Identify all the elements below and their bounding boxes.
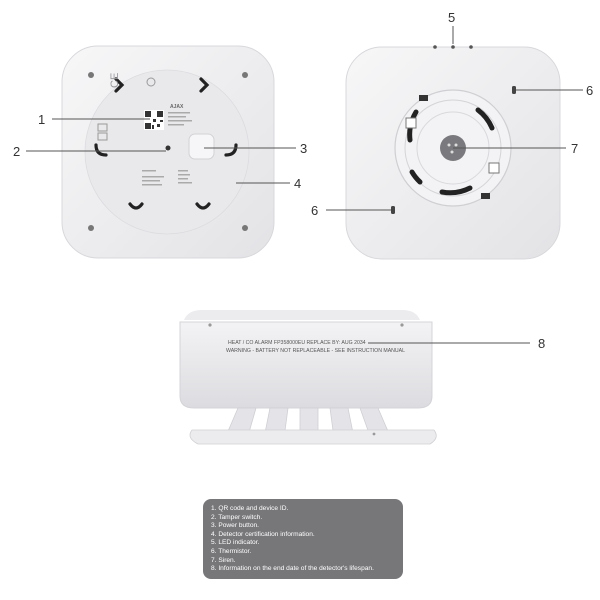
callout-3: 3 (300, 141, 307, 156)
callout-6: 6 (586, 83, 593, 98)
callout-8: 8 (538, 336, 545, 351)
led-indicator (451, 45, 455, 49)
screw-icon (88, 72, 94, 78)
legend-item: 6. Thermistor. (211, 547, 252, 555)
qr-code (144, 110, 164, 130)
led-indicator (469, 45, 473, 49)
lifespan-label-line-1: HEAT / CO ALARM FP358000EU REPLACE BY: A… (228, 340, 366, 346)
lifespan-label-line-2: WARNING - BATTERY NOT REPLACEABLE - SEE … (226, 348, 405, 354)
brand-logo: AJAX (170, 104, 184, 110)
mount-hook (195, 202, 211, 210)
screw-icon (242, 72, 248, 78)
thermistor (391, 206, 395, 214)
screw-icon (242, 225, 248, 231)
legend-item: 5. LED indicator. (211, 539, 260, 547)
mount-hook (128, 202, 144, 210)
mount-hook (224, 143, 238, 157)
mount-hook (114, 77, 125, 93)
tamper-switch (165, 145, 171, 151)
device-side-view (179, 310, 437, 445)
led-indicator (433, 45, 437, 49)
mount-hook (94, 143, 108, 157)
power-button (188, 133, 215, 160)
callout-2: 2 (13, 144, 20, 159)
certification-marks (97, 77, 156, 141)
callout-1: 1 (38, 112, 45, 127)
device-front-view (345, 45, 561, 260)
thermistor (512, 86, 516, 94)
callout-6-lower: 6 (311, 203, 318, 218)
legend-item: 7. Siren. (211, 556, 236, 564)
leader-lines (26, 26, 583, 344)
legend-item: 8. Information on the end date of the de… (211, 565, 374, 573)
mount-hook (199, 77, 210, 93)
legend-item: 1. QR code and device ID. (211, 505, 289, 512)
screw-icon (88, 225, 94, 231)
legend-item: 4. Detector certification information. (211, 530, 315, 538)
callout-numbers: 1 2 3 4 5 6 6 7 8 (13, 10, 593, 351)
ce-mark: CE (109, 72, 121, 88)
callout-5: 5 (448, 10, 455, 25)
callout-7: 7 (571, 141, 578, 156)
legend-item: 2. Tamper switch. (211, 513, 263, 521)
legend-item: 3. Power button. (211, 522, 260, 530)
device-back-view (61, 45, 275, 259)
legend-box: 1. QR code and device ID. 2. Tamper swit… (203, 499, 403, 579)
callout-4: 4 (294, 176, 301, 191)
